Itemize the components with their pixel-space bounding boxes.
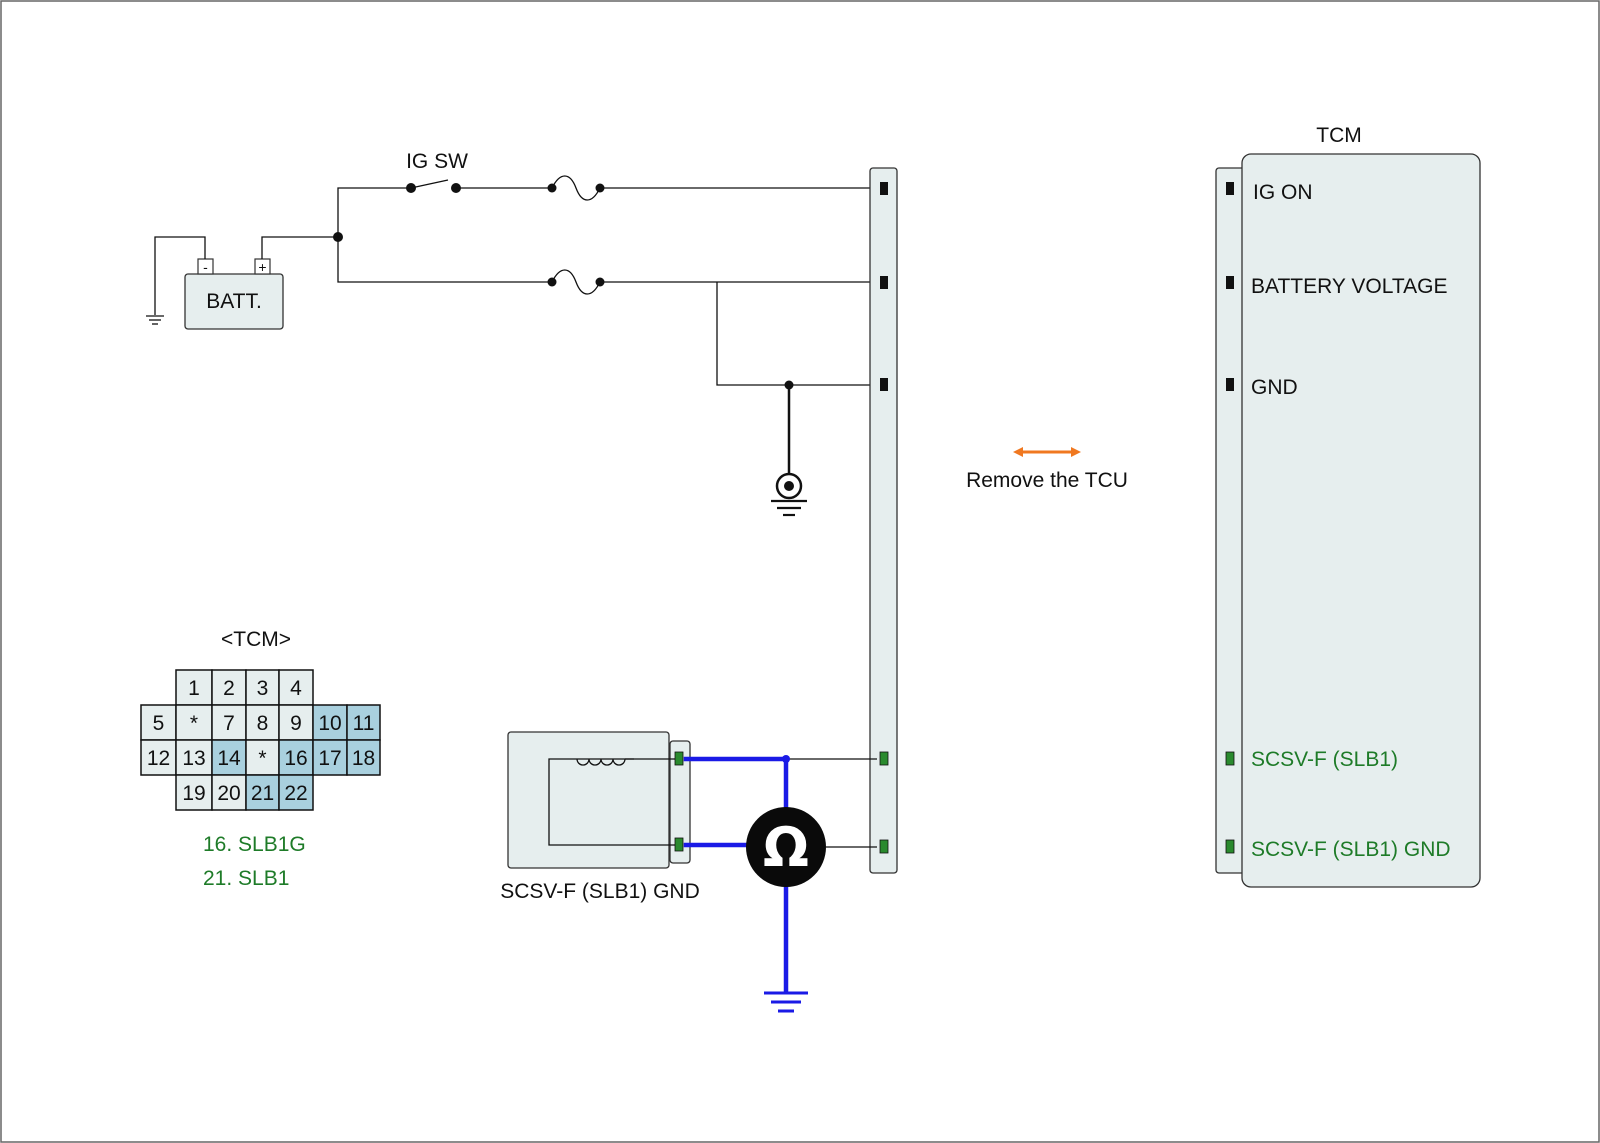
connector-pin-cell [245,669,280,706]
tcm-terminal-label: SCSV-F (SLB1) [1251,748,1398,771]
connector-pin-label: 5 [153,712,165,735]
connector-title: <TCM> [221,628,291,651]
harness-connector-strip [869,167,898,874]
connector-pin-label: * [190,712,198,735]
connector-pin-label: 12 [147,747,170,770]
probe-wire-slb1 [683,756,789,811]
tcm-module [1241,153,1481,888]
connector-pin-label: 17 [318,747,341,770]
connector-pin-cell [278,704,314,741]
connector-pin-cell [278,739,314,776]
connector-pin-label: 13 [182,747,205,770]
connector-pin-label: 1 [188,677,200,700]
connector-pin-cell [346,739,381,776]
connector-pin-cell [278,669,314,706]
tcm-pin-slb1 [1225,751,1235,766]
connector-pin-label: 21 [251,782,274,805]
connector-pin-cell [211,704,247,741]
ig-feed-wire [337,187,410,237]
tcm-title: TCM [1316,124,1362,147]
connector-pin-label: 8 [257,712,269,735]
connector-pin-cell [346,704,381,741]
solenoid-pin-1 [674,751,684,766]
connector-legend-item: 21. SLB1 [203,867,289,890]
connector-pin-label: 22 [284,782,307,805]
connector-pin-label: * [258,747,266,770]
harness-pin-gnd [880,378,888,391]
tcm-terminal-label: BATTERY VOLTAGE [1251,275,1447,298]
connector-pin-cell [312,704,348,741]
connector-pin-cell [278,774,314,811]
connector-pin-label: 19 [182,782,205,805]
probe-ground-icon [764,991,808,1013]
connector-pin-label: 11 [353,712,375,735]
tcm-pin-ig-on [1226,182,1234,195]
battery: BATT. - + [184,258,284,330]
solenoid-label: SCSV-F (SLB1) GND [500,880,700,903]
battery-ground-icon [146,315,164,325]
battery-positive-wire [261,236,338,259]
remove-tcu-note: Remove the TCU [966,469,1128,492]
tcm-pin-battery [1226,276,1234,289]
ig-switch-icon [406,179,461,193]
connector-pin-label: 10 [318,712,341,735]
battery-feed-wire [337,237,548,283]
tcm-pin-gnd [1226,378,1234,391]
connector-pin-cell [140,739,177,776]
connector-pin-cell [245,774,280,811]
connector-pin-cell [175,669,213,706]
solenoid-coil-icon [576,758,626,766]
ohmmeter-icon [746,807,826,887]
battery-body [184,273,284,330]
connector-pin-label: 4 [290,677,302,700]
ig-fuse-icon [547,175,605,201]
connector-pin-label: 20 [217,782,240,805]
connector-pin-label: 18 [352,747,375,770]
gnd-wire [716,282,877,386]
tcm-pin-slb1-gnd [1225,839,1235,854]
battery-ground-wire [154,236,206,315]
tcm-terminal-label: GND [1251,376,1298,399]
connector-pin-label: 3 [257,677,269,700]
connector-pin-label: 7 [223,712,235,735]
connector-pin-label: 16 [284,747,307,770]
harness-pin-slb1 [879,751,889,766]
probe-splice-node [782,755,790,763]
solenoid-valve-body [507,731,670,869]
connector-pin-label: 2 [223,677,235,700]
connector-pin-cell [175,704,213,741]
battery-fuse-icon [547,269,605,295]
ig-switch-label: IG SW [406,150,468,173]
connector-legend-item: 16. SLB1G [203,833,306,856]
harness-pin-battery [880,276,888,289]
tcm-terminal-label: SCSV-F (SLB1) GND [1251,838,1451,861]
solenoid-coil-wire [548,758,680,846]
ohm-symbol: Ω [763,816,809,879]
connector-pin-label: 14 [217,747,241,770]
connector-pin-cell [211,739,247,776]
battery-plus-sign: + [258,259,266,275]
connector-pin-label: 9 [290,712,302,735]
battery-minus-sign: - [203,259,208,275]
tcm-terminal-label: IG ON [1253,181,1313,204]
solenoid-connector [669,740,691,864]
harness-pin-slb1-gnd [879,839,889,854]
harness-pin-ig-on [880,182,888,195]
battery-label: BATT. [206,290,262,313]
solenoid-pin-2 [674,837,684,852]
chassis-ground-icon [771,472,807,517]
